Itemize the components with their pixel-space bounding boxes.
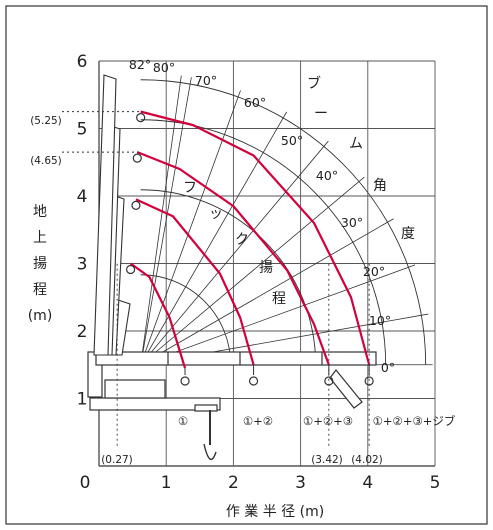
jib-tip [329, 369, 363, 409]
x-tick-label: 0 [80, 473, 91, 493]
y-axis-title-char: 程 [33, 282, 47, 298]
ground-hook [203, 443, 217, 461]
boom-stage-label: ①+②+③ [303, 414, 353, 428]
y-axis-title-char: 揚 [33, 255, 47, 272]
radius-annotation: (0.27) [101, 454, 133, 466]
crane-drawing [87, 74, 377, 461]
hook-height-title-char: フ [183, 180, 197, 196]
hook-height-title-char: ッ [209, 206, 223, 222]
outer-frame [5, 5, 488, 525]
y-axis-title-char: 地 [33, 204, 47, 220]
x-tick-label: 4 [362, 473, 373, 493]
boom-horizontal [95, 351, 377, 366]
y-tick-label: 3 [77, 255, 88, 275]
x-tick-label: 2 [228, 473, 239, 493]
boom-stage-label: ① [178, 414, 188, 428]
boom-angle-title-char: ム [349, 136, 363, 152]
y-tick-label: 4 [77, 187, 88, 207]
hook-height-curves [125, 110, 374, 386]
boom-stage-label: ①+② [243, 414, 273, 428]
hook-icon [248, 376, 259, 386]
boom-angle-title-char: ブ [307, 75, 321, 92]
boom-stage-label: ①+②+③+ジブ [373, 414, 456, 428]
x-axis-title: 作 業 半 径 (m) [226, 504, 324, 520]
reference-dashed-lines [62, 111, 370, 446]
x-tick-label: 5 [430, 473, 441, 493]
hook-icon [131, 200, 141, 210]
angle-ray [140, 77, 192, 365]
hook-icon [125, 264, 136, 275]
y-tick-label: 2 [77, 322, 88, 342]
boom-angle-label: 40° [316, 168, 338, 183]
carrier-cab [104, 379, 166, 399]
boom-angle-title-char: 度 [401, 226, 415, 242]
boom-angle-label: 0° [381, 360, 395, 375]
angle-ray [140, 176, 365, 366]
hook-icon [136, 113, 146, 123]
boom-angle-label: 80° [153, 60, 175, 75]
y-tick-label: 1 [77, 390, 88, 410]
angle-ray [140, 264, 416, 366]
hook-curve-2 [135, 198, 255, 366]
hook-icon [180, 376, 190, 386]
angle-ray [140, 75, 182, 365]
x-tick-label: 3 [295, 473, 306, 493]
hook-curve-3 [136, 151, 330, 366]
boom-angle-label: 30° [341, 215, 363, 230]
y-tick-label: 6 [77, 52, 88, 72]
reference-arc [140, 274, 232, 365]
angle-ray [140, 111, 288, 365]
y-axis-title-char: (m) [28, 308, 53, 324]
height-annotation: (4.65) [30, 155, 62, 167]
boom-angle-title-char: ー [314, 106, 328, 122]
hook-height-title-char: ク [235, 232, 249, 248]
boom-angle-title-char: 角 [373, 178, 387, 194]
reference-arc [140, 189, 317, 365]
radius-annotation: (4.02) [351, 454, 383, 466]
boom-angle-label: 70° [195, 73, 217, 88]
hook-height-title-char: 揚 [259, 259, 273, 276]
boom-raised [93, 74, 117, 356]
outrigger [194, 404, 218, 412]
radius-annotation: (3.42) [311, 454, 343, 466]
boom-angle-label: 82° [129, 57, 151, 72]
height-annotation: (5.25) [30, 115, 62, 127]
boom-angle-label: 10° [369, 313, 391, 328]
hook-height-title-char: 程 [272, 291, 286, 307]
boom-angle-label: 20° [363, 264, 385, 279]
x-tick-label: 1 [161, 473, 172, 493]
boom-angle-label: 60° [244, 95, 266, 110]
angle-ray [140, 218, 394, 366]
hook-curve-1 [129, 262, 187, 369]
hook-curve-4 [140, 110, 371, 366]
boom-angle-label: 50° [281, 133, 303, 148]
angle-ray [140, 90, 241, 365]
reference-arc [140, 79, 427, 365]
y-tick-label: 5 [77, 120, 88, 140]
hook-icon [132, 153, 142, 163]
y-axis-title-char: 上 [33, 230, 47, 246]
